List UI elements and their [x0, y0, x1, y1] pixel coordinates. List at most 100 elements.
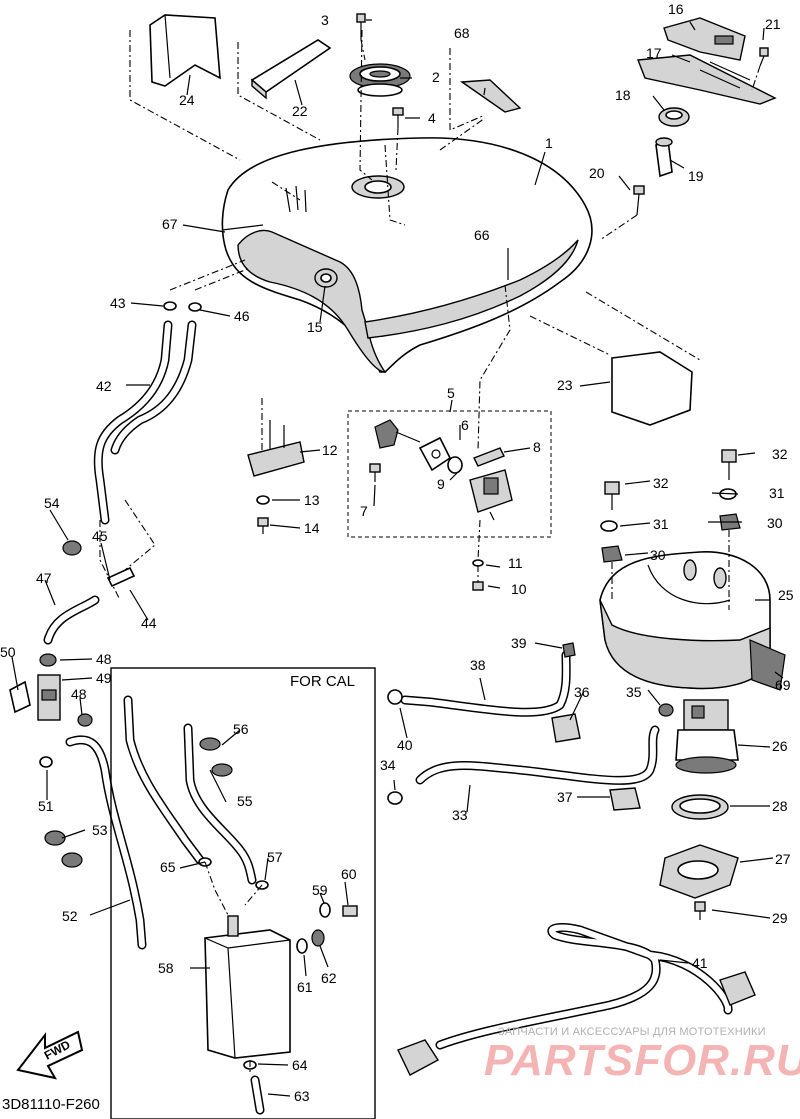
hose-connector-upper — [719, 971, 756, 1006]
breather-valve-49 — [37, 674, 61, 721]
fuel-pump — [675, 699, 739, 774]
clip-34 — [387, 791, 403, 805]
callout-55: 55 — [237, 793, 253, 809]
fuel-cock-gasket — [418, 436, 452, 472]
side-cover-plate — [529, 291, 701, 426]
clip-51 — [39, 756, 53, 768]
bracket-screw-lower — [257, 517, 269, 534]
callout-1: 1 — [545, 135, 553, 151]
callout-50: 50 — [0, 644, 16, 660]
pump-bolt — [694, 901, 706, 920]
callout-17: 17 — [646, 45, 662, 61]
canister-hose-55 — [123, 695, 257, 885]
callout-5: 5 — [447, 385, 455, 401]
callout-67: 67 — [162, 216, 178, 232]
leader-lines — [11, 19, 784, 1097]
callout-12: 12 — [322, 442, 338, 458]
fuel-tank — [221, 137, 593, 373]
callout-43: 43 — [110, 295, 126, 311]
callout-47: 47 — [36, 570, 52, 586]
callout-62: 62 — [321, 970, 337, 986]
callout-7: 7 — [360, 503, 368, 519]
callout-24: 24 — [179, 92, 195, 108]
inset-title: FOR CAL — [290, 673, 356, 690]
callout-34: 34 — [380, 757, 396, 773]
watermark-brand: PARTSFOR.RU — [484, 1036, 800, 1085]
callout-68: 68 — [454, 25, 470, 41]
bracket-bolt — [633, 185, 645, 216]
callout-30-right: 30 — [767, 515, 783, 531]
clip-48-lower — [77, 713, 93, 727]
callout-53: 53 — [92, 822, 108, 838]
pump-gasket — [671, 794, 729, 820]
pump-plate — [659, 844, 739, 899]
washer-31-left — [600, 520, 618, 532]
tank-bracket-plate — [663, 17, 746, 61]
canister-58 — [204, 915, 291, 1059]
valve-bracket-50 — [9, 680, 31, 714]
grommet — [314, 268, 338, 288]
callout-20: 20 — [589, 165, 605, 181]
breather-hose-52 — [65, 735, 147, 950]
hose-connector-lower — [397, 1039, 440, 1076]
callout-19: 19 — [688, 168, 704, 184]
callout-45: 45 — [92, 528, 108, 544]
fuel-cock-packing — [473, 447, 505, 467]
tank-pad-front — [459, 79, 522, 113]
clips-53 — [44, 830, 83, 868]
tank-pad-rear — [149, 14, 221, 87]
callout-29: 29 — [772, 910, 788, 926]
callout-59: 59 — [312, 882, 328, 898]
callout-33: 33 — [452, 807, 468, 823]
o-ring — [447, 456, 463, 474]
callout-61: 61 — [297, 979, 313, 995]
callout-48-top: 48 — [96, 651, 112, 667]
callout-27: 27 — [775, 851, 791, 867]
bracket-screw — [759, 47, 769, 67]
fitting-61 — [296, 938, 308, 954]
callout-49: 49 — [96, 670, 112, 686]
breather-hose-47 — [43, 595, 100, 645]
fuel-cock-body — [469, 469, 513, 521]
callout-4: 4 — [428, 110, 436, 126]
callout-32-right: 32 — [772, 446, 788, 462]
callout-41: 41 — [692, 955, 708, 971]
fuel-cap — [349, 63, 411, 97]
callout-64: 64 — [292, 1057, 308, 1073]
cap-screw — [392, 107, 404, 128]
fitting-60 — [342, 905, 358, 917]
callout-8: 8 — [533, 439, 541, 455]
clip-36 — [551, 713, 581, 743]
callout-18: 18 — [615, 87, 631, 103]
callout-69: 69 — [775, 677, 791, 693]
callout-14: 14 — [304, 520, 320, 536]
callout-66: 66 — [474, 227, 490, 243]
callout-6: 6 — [461, 417, 469, 433]
tank-bracket-lower — [247, 420, 305, 477]
callout-25: 25 — [778, 587, 794, 603]
fuel-cock-group-box — [347, 410, 552, 538]
fuel-hose-38 — [400, 650, 571, 717]
air-filter-case — [599, 551, 771, 690]
callout-57: 57 — [267, 849, 283, 865]
callout-56: 56 — [233, 721, 249, 737]
clip-46 — [188, 302, 202, 312]
tank-damper-strip — [250, 39, 332, 100]
callout-31-left: 31 — [653, 516, 669, 532]
callout-51: 51 — [38, 798, 54, 814]
forward-arrow-icon: FWD — [16, 1030, 84, 1080]
callout-39: 39 — [511, 635, 527, 651]
callout-38: 38 — [470, 657, 486, 673]
callout-40: 40 — [397, 737, 413, 753]
callout-22: 22 — [292, 103, 308, 119]
callout-21: 21 — [765, 16, 781, 32]
callout-23: 23 — [557, 377, 573, 393]
callout-10: 10 — [511, 581, 527, 597]
callout-13: 13 — [304, 492, 320, 508]
callout-63: 63 — [294, 1088, 310, 1104]
callout-65: 65 — [160, 859, 176, 875]
callout-31-right: 31 — [769, 485, 785, 501]
fuel-hose-41 — [435, 923, 733, 1050]
